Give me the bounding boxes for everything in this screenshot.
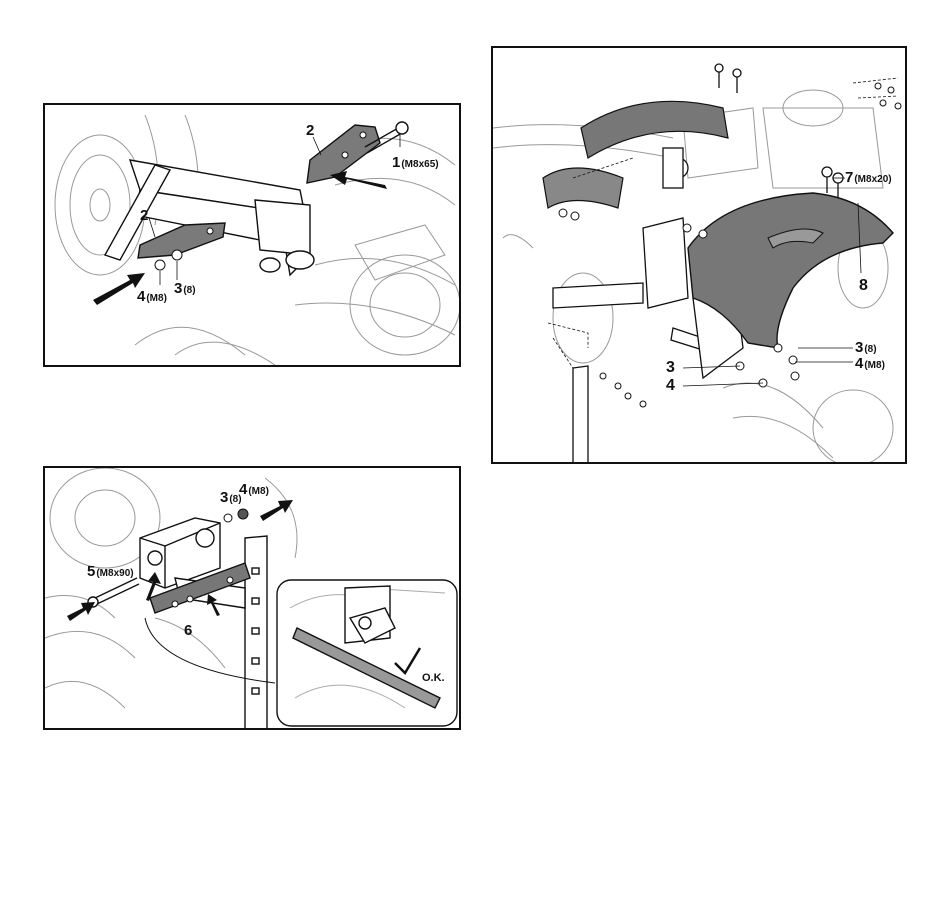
figure-bracket-mounting: 2 1(M8x65) 2 4(M8) 3(8): [43, 103, 461, 367]
figure-fender-mounting: 7(M8x20) 8 3(8) 4(M8) 3 4: [491, 46, 907, 464]
figure-depth-bar-mounting: 3(8) 4(M8) 5(M8x90) 6 O.K.: [43, 466, 461, 730]
tiller-frame-illustration: [45, 105, 461, 367]
bolt-m8x90: [88, 578, 139, 607]
callout-3-lower: 3: [666, 360, 676, 376]
callout-2-upper: 2: [306, 123, 315, 138]
callout-3-washer: 3(8): [174, 281, 196, 296]
callout-5-bolt: 5(M8x90): [87, 564, 134, 579]
callout-8-fender: 8: [859, 278, 869, 294]
callout-4-nut: 4(M8): [239, 482, 269, 497]
callout-2-lower: 2: [140, 208, 149, 223]
callout-6-bracket: 6: [184, 623, 193, 638]
washer-8: [172, 250, 182, 260]
depth-bar-illustration: [45, 468, 461, 730]
bolts-m8x20: [715, 64, 843, 198]
callout-7-bolts: 7(M8x20): [845, 170, 892, 185]
callout-4-nut: 4(M8): [855, 356, 885, 371]
nut-m8: [155, 260, 165, 270]
arrow-insert-bolt: [330, 171, 387, 189]
callout-4-lower: 4: [666, 378, 676, 394]
ok-label: O.K.: [422, 672, 445, 684]
arrow-nut: [260, 500, 293, 521]
callout-1-bolt: 1(M8x65): [392, 155, 439, 170]
fender-illustration: [493, 48, 907, 464]
arrow-bolt: [67, 602, 95, 621]
nut-m8: [238, 509, 248, 519]
callout-4-nut: 4(M8): [137, 289, 167, 304]
washer-8: [224, 514, 232, 522]
callout-3-washer: 3(8): [855, 340, 877, 355]
